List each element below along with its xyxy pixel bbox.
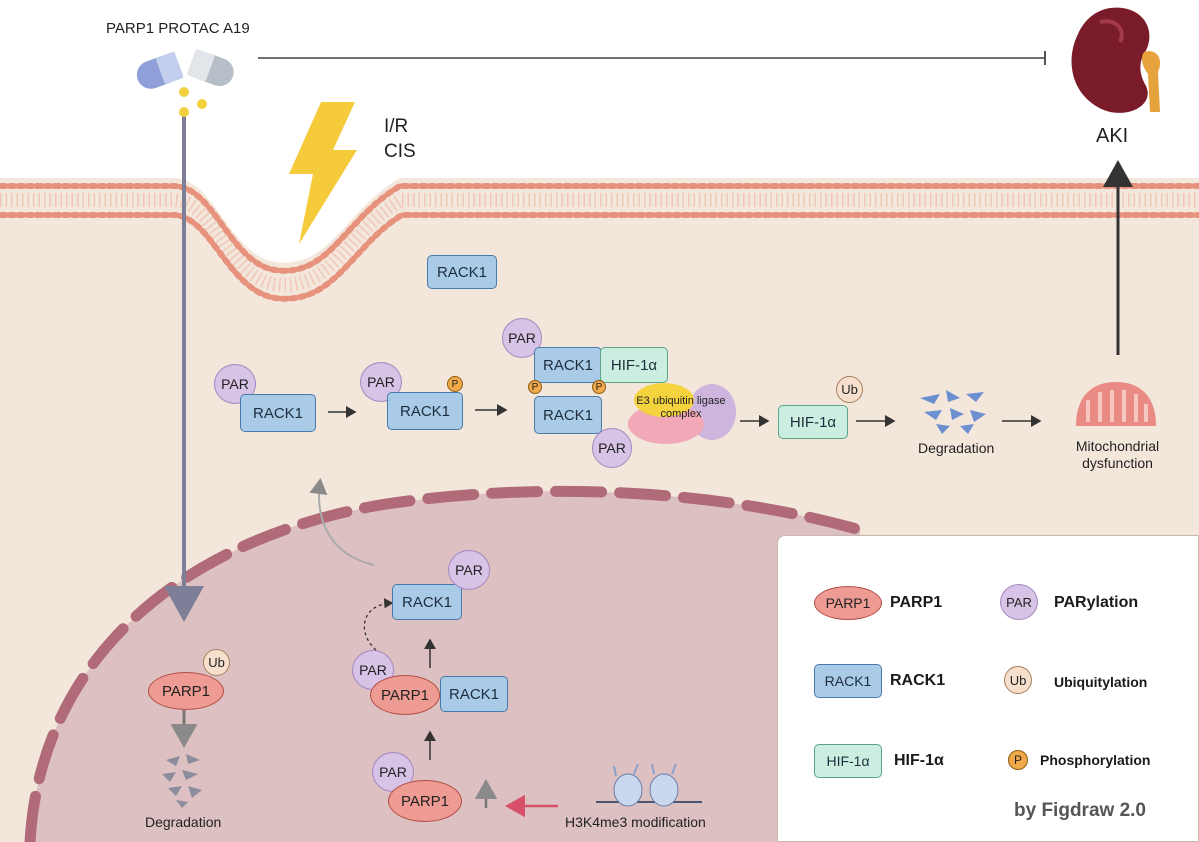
par-nucleus-bottom: PAR	[372, 752, 414, 792]
rack1-complex-top: RACK1	[534, 347, 602, 383]
ub-hif1a: Ub	[836, 376, 863, 403]
rack1-step1: RACK1	[240, 394, 316, 432]
e3-ligase-label: E3 ubiquitin ligase complex	[636, 395, 726, 420]
legend-rack1-name: RACK1	[890, 672, 946, 689]
drug-label: PARP1 PROTAC A19	[106, 20, 250, 37]
phospho-step2: P	[447, 376, 463, 392]
phospho-complex-left: P	[528, 380, 542, 394]
stimulus-cis: CIS	[384, 141, 416, 162]
pill-icon	[136, 49, 234, 117]
rack1-free: RACK1	[427, 255, 497, 289]
figdraw-credit: by Figdraw 2.0	[1014, 800, 1146, 821]
cell-membrane	[0, 183, 1199, 302]
legend-par-name: PARylation	[1054, 594, 1139, 611]
legend-par-symbol: PAR	[1000, 584, 1038, 620]
nucleus	[30, 491, 860, 842]
degradation-label-nucleus: Degradation	[145, 814, 222, 830]
parp1-ub: PARP1	[148, 672, 224, 710]
hif1a-ub: HIF-1α	[778, 405, 848, 439]
phospho-complex-right: P	[592, 380, 606, 394]
degradation-icon	[920, 390, 986, 434]
legend-ub-symbol: Ub	[1004, 666, 1032, 694]
rack1-nucleus-top: RACK1	[392, 584, 462, 620]
legend-ub-name: Ubiquitylation	[1054, 674, 1148, 690]
aki-label: AKI	[1096, 125, 1129, 147]
legend-phospho-name: Phosphorylation	[1040, 752, 1151, 768]
kidney-icon	[1071, 7, 1161, 113]
rack1-nucleus-mid: RACK1	[440, 676, 508, 712]
legend-parp1-symbol: PARP1	[814, 586, 882, 620]
hif1a-complex: HIF-1α	[600, 347, 668, 383]
legend-hif-symbol: HIF-1α	[814, 744, 882, 778]
degradation-label-cyto: Degradation	[918, 440, 995, 456]
par-complex-bottom: PAR	[592, 428, 632, 468]
parp1-nucleus-bottom: PARP1	[388, 780, 462, 822]
ub-parp1: Ub	[203, 649, 230, 676]
mito-label: Mitochondrial dysfunction	[1075, 438, 1160, 471]
lightning-icon	[289, 102, 357, 244]
legend-parp1-name: PARP1	[890, 594, 943, 611]
nuclear-envelope	[24, 485, 866, 842]
mitochondria-icon	[1076, 382, 1156, 426]
degradation-icon-nucleus	[162, 754, 202, 808]
stimulus-ir: I/R	[384, 116, 409, 137]
parp1-nucleus-mid: PARP1	[370, 675, 440, 715]
legend-phospho-symbol: P	[1008, 750, 1028, 770]
rack1-step2: RACK1	[387, 392, 463, 430]
par-nucleus-top: PAR	[448, 550, 490, 590]
legend-rack1-symbol: RACK1	[814, 664, 882, 698]
legend-hif-name: HIF-1α	[894, 752, 944, 769]
nucleosome-icon	[596, 763, 702, 807]
rack1-complex-bottom: RACK1	[534, 396, 602, 434]
h3k4-label: H3K4me3 modification	[565, 814, 706, 830]
e3-ligase-shape	[628, 383, 736, 444]
legend-panel: PARP1 PARP1 PAR PARylation RACK1 RACK1 U…	[777, 535, 1199, 842]
